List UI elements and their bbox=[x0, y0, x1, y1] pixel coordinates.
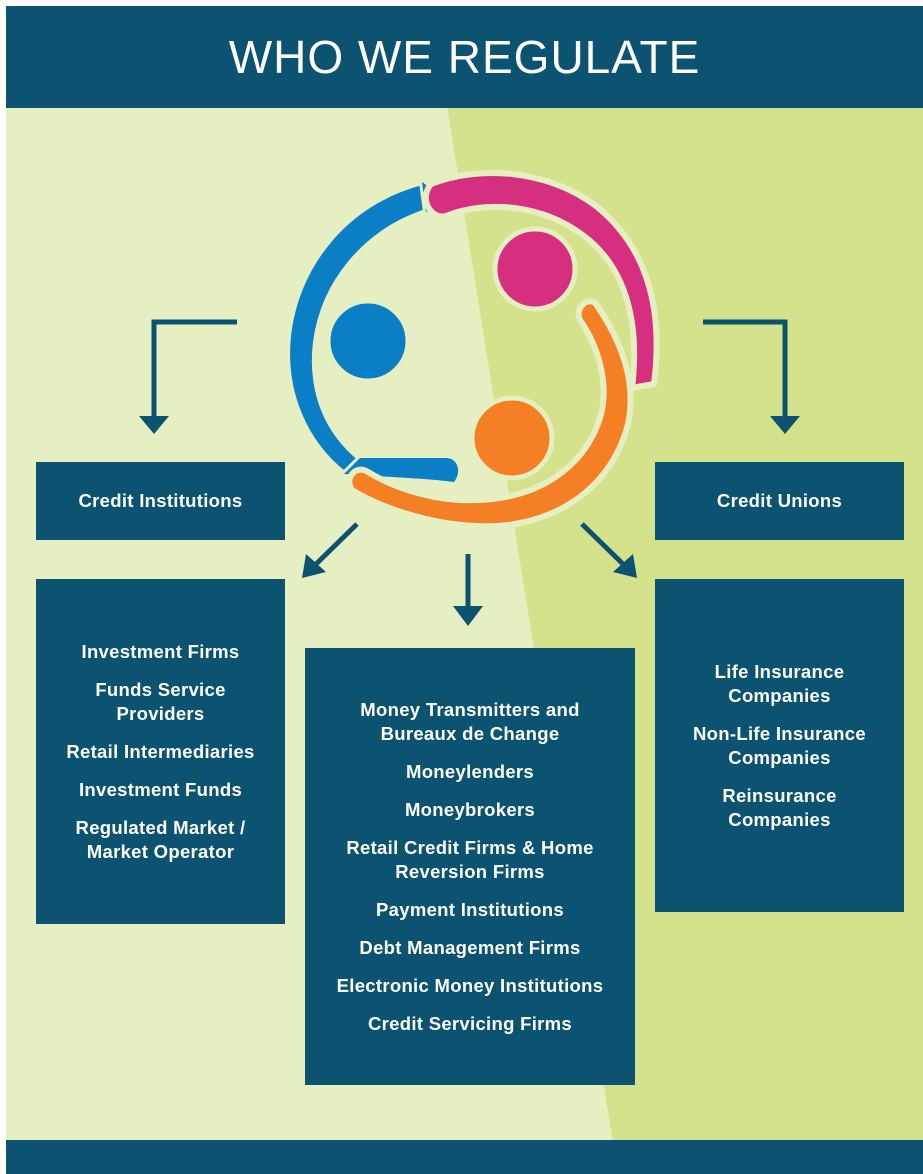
list-item: Money Transmitters and Bureaux de Change bbox=[360, 698, 580, 744]
footer-bar bbox=[6, 1140, 923, 1174]
list-item: Moneylenders bbox=[406, 760, 534, 782]
credit-institutions-box: Credit Institutions bbox=[36, 462, 285, 540]
list-item: Retail Intermediaries bbox=[66, 740, 255, 762]
list-item: Electronic Money Institutions bbox=[336, 974, 604, 996]
arrowhead-icon bbox=[453, 606, 483, 626]
list-item: Investment Firms bbox=[81, 640, 240, 662]
arrowhead-icon bbox=[613, 554, 637, 578]
list-item: Life Insurance Companies bbox=[714, 660, 845, 706]
list-item: Non-Life Insurance Companies bbox=[693, 722, 866, 768]
list-item: Credit Servicing Firms bbox=[368, 1012, 572, 1034]
credit-unions-label: Credit Unions bbox=[716, 490, 843, 511]
list-item: Moneybrokers bbox=[404, 798, 536, 820]
arrow-to-credit-unions bbox=[703, 319, 788, 418]
page-title: WHO WE REGULATE bbox=[228, 31, 701, 83]
list-item: Regulated Market / Market Operator bbox=[75, 816, 246, 862]
credit-institutions-label: Credit Institutions bbox=[78, 490, 243, 511]
header-bar: WHO WE REGULATE bbox=[6, 6, 923, 108]
arrow-to-right-box bbox=[580, 522, 629, 570]
list-item: Investment Funds bbox=[78, 778, 243, 800]
arrow-to-credit-institutions bbox=[151, 319, 237, 418]
list-item: Retail Credit Firms & Home Reversion Fir… bbox=[346, 836, 594, 882]
arrowhead-icon bbox=[770, 416, 800, 434]
list-item: Debt Management Firms bbox=[359, 936, 581, 958]
arrowhead-icon bbox=[139, 416, 169, 434]
infographic: WHO WE REGULATE bbox=[6, 6, 923, 1174]
diagram-graphics bbox=[139, 170, 800, 626]
payments-lending-box: Money Transmitters and Bureaux de Change… bbox=[305, 648, 635, 1085]
list-item: Payment Institutions bbox=[376, 898, 564, 920]
arrow-to-left-box bbox=[310, 522, 359, 570]
credit-unions-box: Credit Unions bbox=[655, 462, 904, 540]
list-item: Funds Service Providers bbox=[95, 678, 226, 724]
list-item: Reinsurance Companies bbox=[722, 784, 837, 830]
people-circle-icon bbox=[284, 170, 660, 530]
investment-box: Investment Firms Funds Service Providers… bbox=[36, 579, 285, 924]
insurance-box: Life Insurance Companies Non-Life Insura… bbox=[655, 579, 904, 912]
arrowhead-icon bbox=[302, 554, 326, 578]
